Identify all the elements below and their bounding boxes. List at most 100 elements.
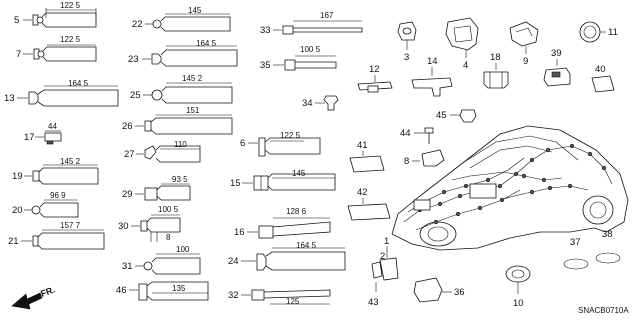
part-number-35: 35 bbox=[260, 60, 271, 71]
clip-15[interactable]: 15 145 bbox=[230, 169, 336, 191]
clip-32[interactable]: 32 125 bbox=[228, 289, 331, 306]
part-45[interactable]: 45 bbox=[436, 109, 477, 123]
part-number-31: 31 bbox=[122, 261, 133, 272]
part-number-22: 22 bbox=[132, 19, 143, 30]
part-number-40: 40 bbox=[595, 64, 606, 75]
clip-30-dimension-2: 8 bbox=[166, 233, 171, 242]
clip-24-dimension: 164 5 bbox=[296, 241, 317, 250]
part-number-11: 11 bbox=[608, 27, 618, 38]
part-36[interactable]: 36 bbox=[413, 277, 465, 303]
part-number-34: 34 bbox=[302, 98, 313, 109]
part-44[interactable]: 44 bbox=[400, 127, 434, 144]
part-37[interactable]: 37 bbox=[563, 237, 589, 270]
clip-15-dimension: 145 bbox=[292, 169, 306, 178]
part-39[interactable]: 39 bbox=[543, 48, 571, 87]
part-43[interactable]: 43 bbox=[368, 282, 379, 308]
clip-22[interactable]: 22 145 bbox=[132, 6, 231, 32]
part-number-24: 24 bbox=[228, 256, 239, 267]
part-number-27: 27 bbox=[124, 149, 135, 160]
part-number-16: 16 bbox=[234, 227, 245, 238]
part-number-6: 6 bbox=[240, 138, 245, 149]
part-number-18: 18 bbox=[490, 52, 501, 63]
part-11[interactable]: 11 bbox=[579, 21, 618, 43]
part-number-32: 32 bbox=[228, 290, 239, 301]
clip-31-dimension: 100 bbox=[176, 245, 190, 254]
part-number-3: 3 bbox=[404, 52, 409, 63]
clip-6[interactable]: 6 122 5 bbox=[240, 131, 321, 157]
clip-46[interactable]: 46 135 bbox=[116, 281, 209, 301]
clip-20[interactable]: 20 96 9 bbox=[12, 191, 79, 218]
part-number-26: 26 bbox=[122, 121, 133, 132]
part-number-43: 43 bbox=[368, 297, 379, 308]
clip-17[interactable]: 17 44 bbox=[24, 122, 62, 145]
part-number-41: 41 bbox=[357, 140, 368, 151]
part-number-25: 25 bbox=[130, 90, 141, 101]
clip-27[interactable]: 27 110 bbox=[124, 140, 201, 163]
clip-29-dimension: 93 5 bbox=[172, 175, 188, 184]
part-number-4: 4 bbox=[463, 60, 468, 71]
part-3[interactable]: 3 bbox=[397, 21, 417, 63]
clip-33[interactable]: 33 167 bbox=[260, 11, 363, 36]
part-1[interactable]: 1 bbox=[379, 236, 399, 281]
clip-35[interactable]: 35 100 5 bbox=[260, 45, 337, 71]
clip-5[interactable]: 5 122 5 bbox=[14, 1, 97, 28]
clip-25[interactable]: 25 145 2 bbox=[130, 74, 233, 104]
part-14[interactable]: 14 bbox=[411, 56, 453, 97]
part-38[interactable]: 38 bbox=[595, 229, 621, 264]
clip-17-dimension: 44 bbox=[48, 122, 57, 131]
part-number-42: 42 bbox=[357, 187, 368, 198]
clip-7-dimension: 122 5 bbox=[60, 35, 81, 44]
part-41[interactable]: 41 bbox=[349, 140, 385, 173]
clip-24[interactable]: 24 164 5 bbox=[228, 241, 346, 271]
clip-13[interactable]: 13 164 5 bbox=[4, 79, 119, 107]
part-9[interactable]: 9 bbox=[509, 21, 539, 67]
part-number-12: 12 bbox=[369, 64, 380, 75]
part-number-45: 45 bbox=[436, 110, 447, 121]
clip-35-dimension: 100 5 bbox=[300, 45, 321, 54]
part-number-15: 15 bbox=[230, 178, 241, 189]
clip-30[interactable]: 30 100 5 8 bbox=[118, 205, 181, 242]
diagram-code: SNACB0710A bbox=[578, 306, 629, 315]
clip-21[interactable]: 21 157 7 bbox=[8, 221, 105, 250]
clip-31[interactable]: 31 100 bbox=[122, 245, 201, 275]
clip-29[interactable]: 29 93 5 bbox=[122, 175, 191, 201]
part-number-46: 46 bbox=[116, 285, 127, 296]
part-number-23: 23 bbox=[128, 54, 139, 65]
part-40[interactable]: 40 bbox=[591, 64, 615, 93]
part-number-19: 19 bbox=[12, 171, 23, 182]
clip-19-dimension: 145 2 bbox=[60, 157, 81, 166]
clip-46-dimension: 135 bbox=[172, 284, 186, 293]
part-18[interactable]: 18 bbox=[483, 52, 509, 89]
part-number-20: 20 bbox=[12, 205, 23, 216]
part-42[interactable]: 42 bbox=[347, 187, 391, 221]
part-34[interactable]: 34 bbox=[302, 95, 339, 111]
clip-25-dimension: 145 2 bbox=[182, 74, 203, 83]
part-10[interactable]: 10 bbox=[505, 265, 531, 309]
clip-32-dimension: 125 bbox=[286, 297, 300, 306]
part-number-9: 9 bbox=[523, 56, 528, 67]
clip-23[interactable]: 23 164 5 bbox=[128, 39, 238, 67]
clip-19[interactable]: 19 145 2 bbox=[12, 157, 99, 185]
part-number-36: 36 bbox=[454, 287, 465, 298]
part-4[interactable]: 4 bbox=[445, 17, 479, 71]
clip-16[interactable]: 16 128 6 bbox=[234, 207, 331, 239]
part-number-39: 39 bbox=[551, 48, 562, 59]
clip-22-dimension: 145 bbox=[188, 6, 202, 15]
part-8[interactable]: 8 bbox=[404, 149, 445, 167]
clip-5-dimension: 122 5 bbox=[60, 1, 81, 10]
clip-27-dimension: 110 bbox=[174, 140, 187, 149]
clip-26[interactable]: 26 151 bbox=[122, 106, 233, 135]
clip-7[interactable]: 7 122 5 bbox=[16, 35, 97, 62]
clip-23-dimension: 164 5 bbox=[196, 39, 217, 48]
part-number-7: 7 bbox=[16, 49, 21, 60]
clip-30-dimension: 100 5 bbox=[158, 205, 179, 214]
part-12[interactable]: 12 bbox=[357, 64, 393, 93]
clip-33-dimension: 167 bbox=[320, 11, 334, 20]
part-2[interactable]: 2 bbox=[371, 251, 385, 279]
clip-6-dimension: 122 5 bbox=[280, 131, 301, 140]
part-number-38: 38 bbox=[602, 229, 613, 240]
clip-21-dimension: 157 7 bbox=[60, 221, 81, 230]
part-number-1: 1 bbox=[384, 236, 389, 247]
clip-13-dimension: 164 5 bbox=[68, 79, 89, 88]
front-label: FR. bbox=[39, 285, 56, 299]
